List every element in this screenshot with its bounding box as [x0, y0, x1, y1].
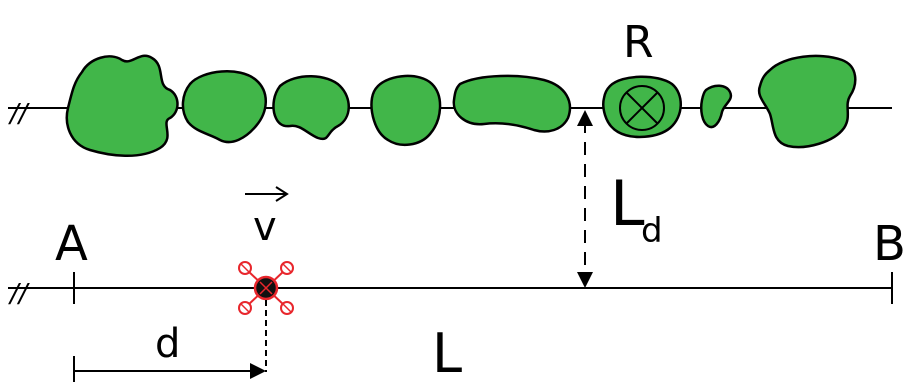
ld-dimension-arrow: [577, 110, 593, 288]
vegetation-blob: [370, 74, 442, 147]
label-A: A: [55, 216, 88, 272]
vegetation-row: [65, 54, 857, 157]
velocity-label: v: [245, 186, 289, 250]
vegetation-blob: [700, 84, 733, 129]
label-R: R: [623, 17, 654, 68]
top-break-mark: //: [8, 99, 31, 129]
vegetation-blob: [272, 75, 350, 141]
label-v: v: [253, 204, 277, 250]
d-dimension-arrow: [73, 300, 267, 382]
label-Ld: L d: [610, 167, 663, 251]
vegetation-blob: [452, 74, 572, 133]
label-Ld-subscript: d: [641, 211, 663, 251]
label-L: L: [432, 322, 462, 383]
bottom-break-mark: //: [8, 279, 31, 309]
vegetation-blob: [181, 70, 267, 144]
label-d: d: [155, 321, 180, 367]
vegetation-blob: [757, 54, 857, 149]
label-B: B: [873, 216, 904, 272]
cross-circle-icon: [619, 85, 665, 131]
quadcopter-icon: [238, 261, 294, 315]
vegetation-blob: [65, 54, 179, 157]
label-Ld-main: L: [610, 167, 645, 240]
bottom-line: //: [8, 272, 893, 309]
